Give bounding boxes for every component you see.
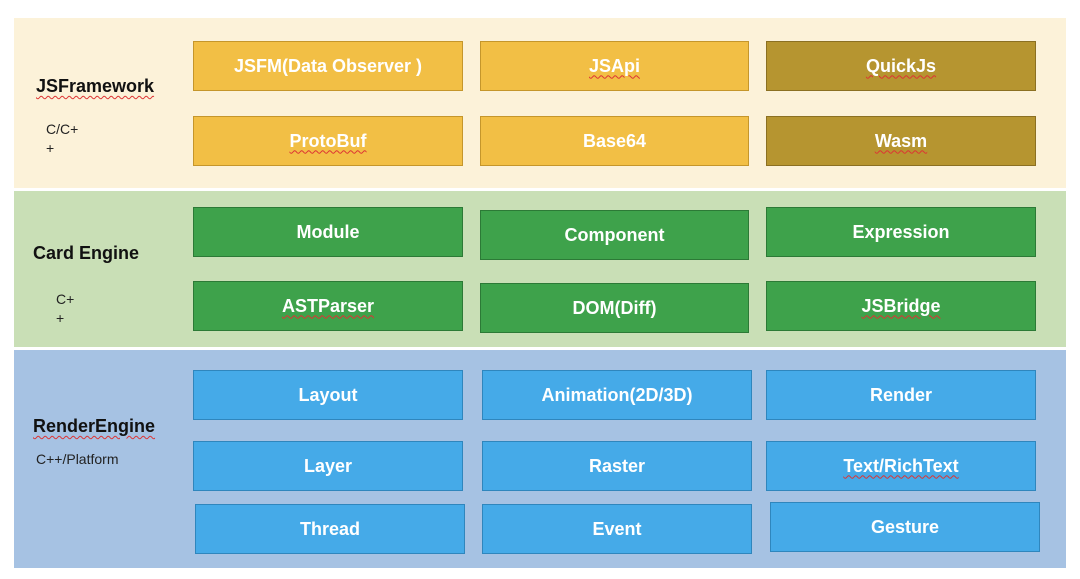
render-box: Render	[766, 370, 1036, 420]
raster-box: Raster	[482, 441, 752, 491]
jsapi-box: JSApi	[480, 41, 749, 91]
jsfm-box: JSFM(Data Observer )	[193, 41, 463, 91]
module-box: Module	[193, 207, 463, 257]
animation-label: Animation(2D/3D)	[541, 384, 693, 405]
layer-box: Layer	[193, 441, 463, 491]
layer-label: Layer	[303, 455, 353, 476]
thread-box: Thread	[195, 504, 465, 554]
wasm-label: Wasm	[874, 130, 928, 151]
base64-box: Base64	[480, 116, 749, 166]
component-label: Component	[564, 224, 665, 245]
animation-box: Animation(2D/3D)	[482, 370, 752, 420]
wasm-box: Wasm	[766, 116, 1036, 166]
text-richtext-label: Text/RichText	[843, 455, 959, 476]
raster-label: Raster	[588, 455, 646, 476]
jsbridge-box: JSBridge	[766, 281, 1036, 331]
card-engine-subtitle: C+ +	[56, 291, 75, 326]
quickjs-label: QuickJs	[865, 55, 937, 76]
layout-label: Layout	[298, 384, 358, 405]
thread-label: Thread	[299, 518, 360, 539]
render-engine-title: RenderEngine	[33, 416, 156, 436]
jsframework-title: JSFramework	[36, 76, 155, 96]
expression-box: Expression	[766, 207, 1036, 257]
astparser-label: ASTParser	[281, 295, 375, 316]
event-box: Event	[482, 504, 752, 554]
dom-diff-label: DOM(Diff)	[572, 297, 657, 318]
jsbridge-label: JSBridge	[861, 295, 941, 316]
layout-box: Layout	[193, 370, 463, 420]
render-engine-subtitle: C++/Platform	[36, 451, 119, 467]
render-label: Render	[869, 384, 932, 405]
dom-diff-box: DOM(Diff)	[480, 283, 749, 333]
expression-label: Expression	[852, 221, 950, 242]
module-label: Module	[296, 221, 360, 242]
gesture-label: Gesture	[870, 516, 940, 537]
text-richtext-box: Text/RichText	[766, 441, 1036, 491]
card-engine-title: Card Engine	[33, 243, 140, 263]
jsfm-label: JSFM(Data Observer )	[233, 55, 423, 76]
event-label: Event	[592, 518, 642, 539]
jsapi-label: JSApi	[588, 55, 640, 76]
component-box: Component	[480, 210, 749, 260]
protobuf-box: ProtoBuf	[193, 116, 463, 166]
base64-label: Base64	[582, 130, 647, 151]
jsframework-subtitle: C/C+ +	[46, 121, 79, 156]
gesture-box: Gesture	[770, 502, 1040, 552]
quickjs-box: QuickJs	[766, 41, 1036, 91]
astparser-box: ASTParser	[193, 281, 463, 331]
protobuf-label: ProtoBuf	[289, 130, 367, 151]
